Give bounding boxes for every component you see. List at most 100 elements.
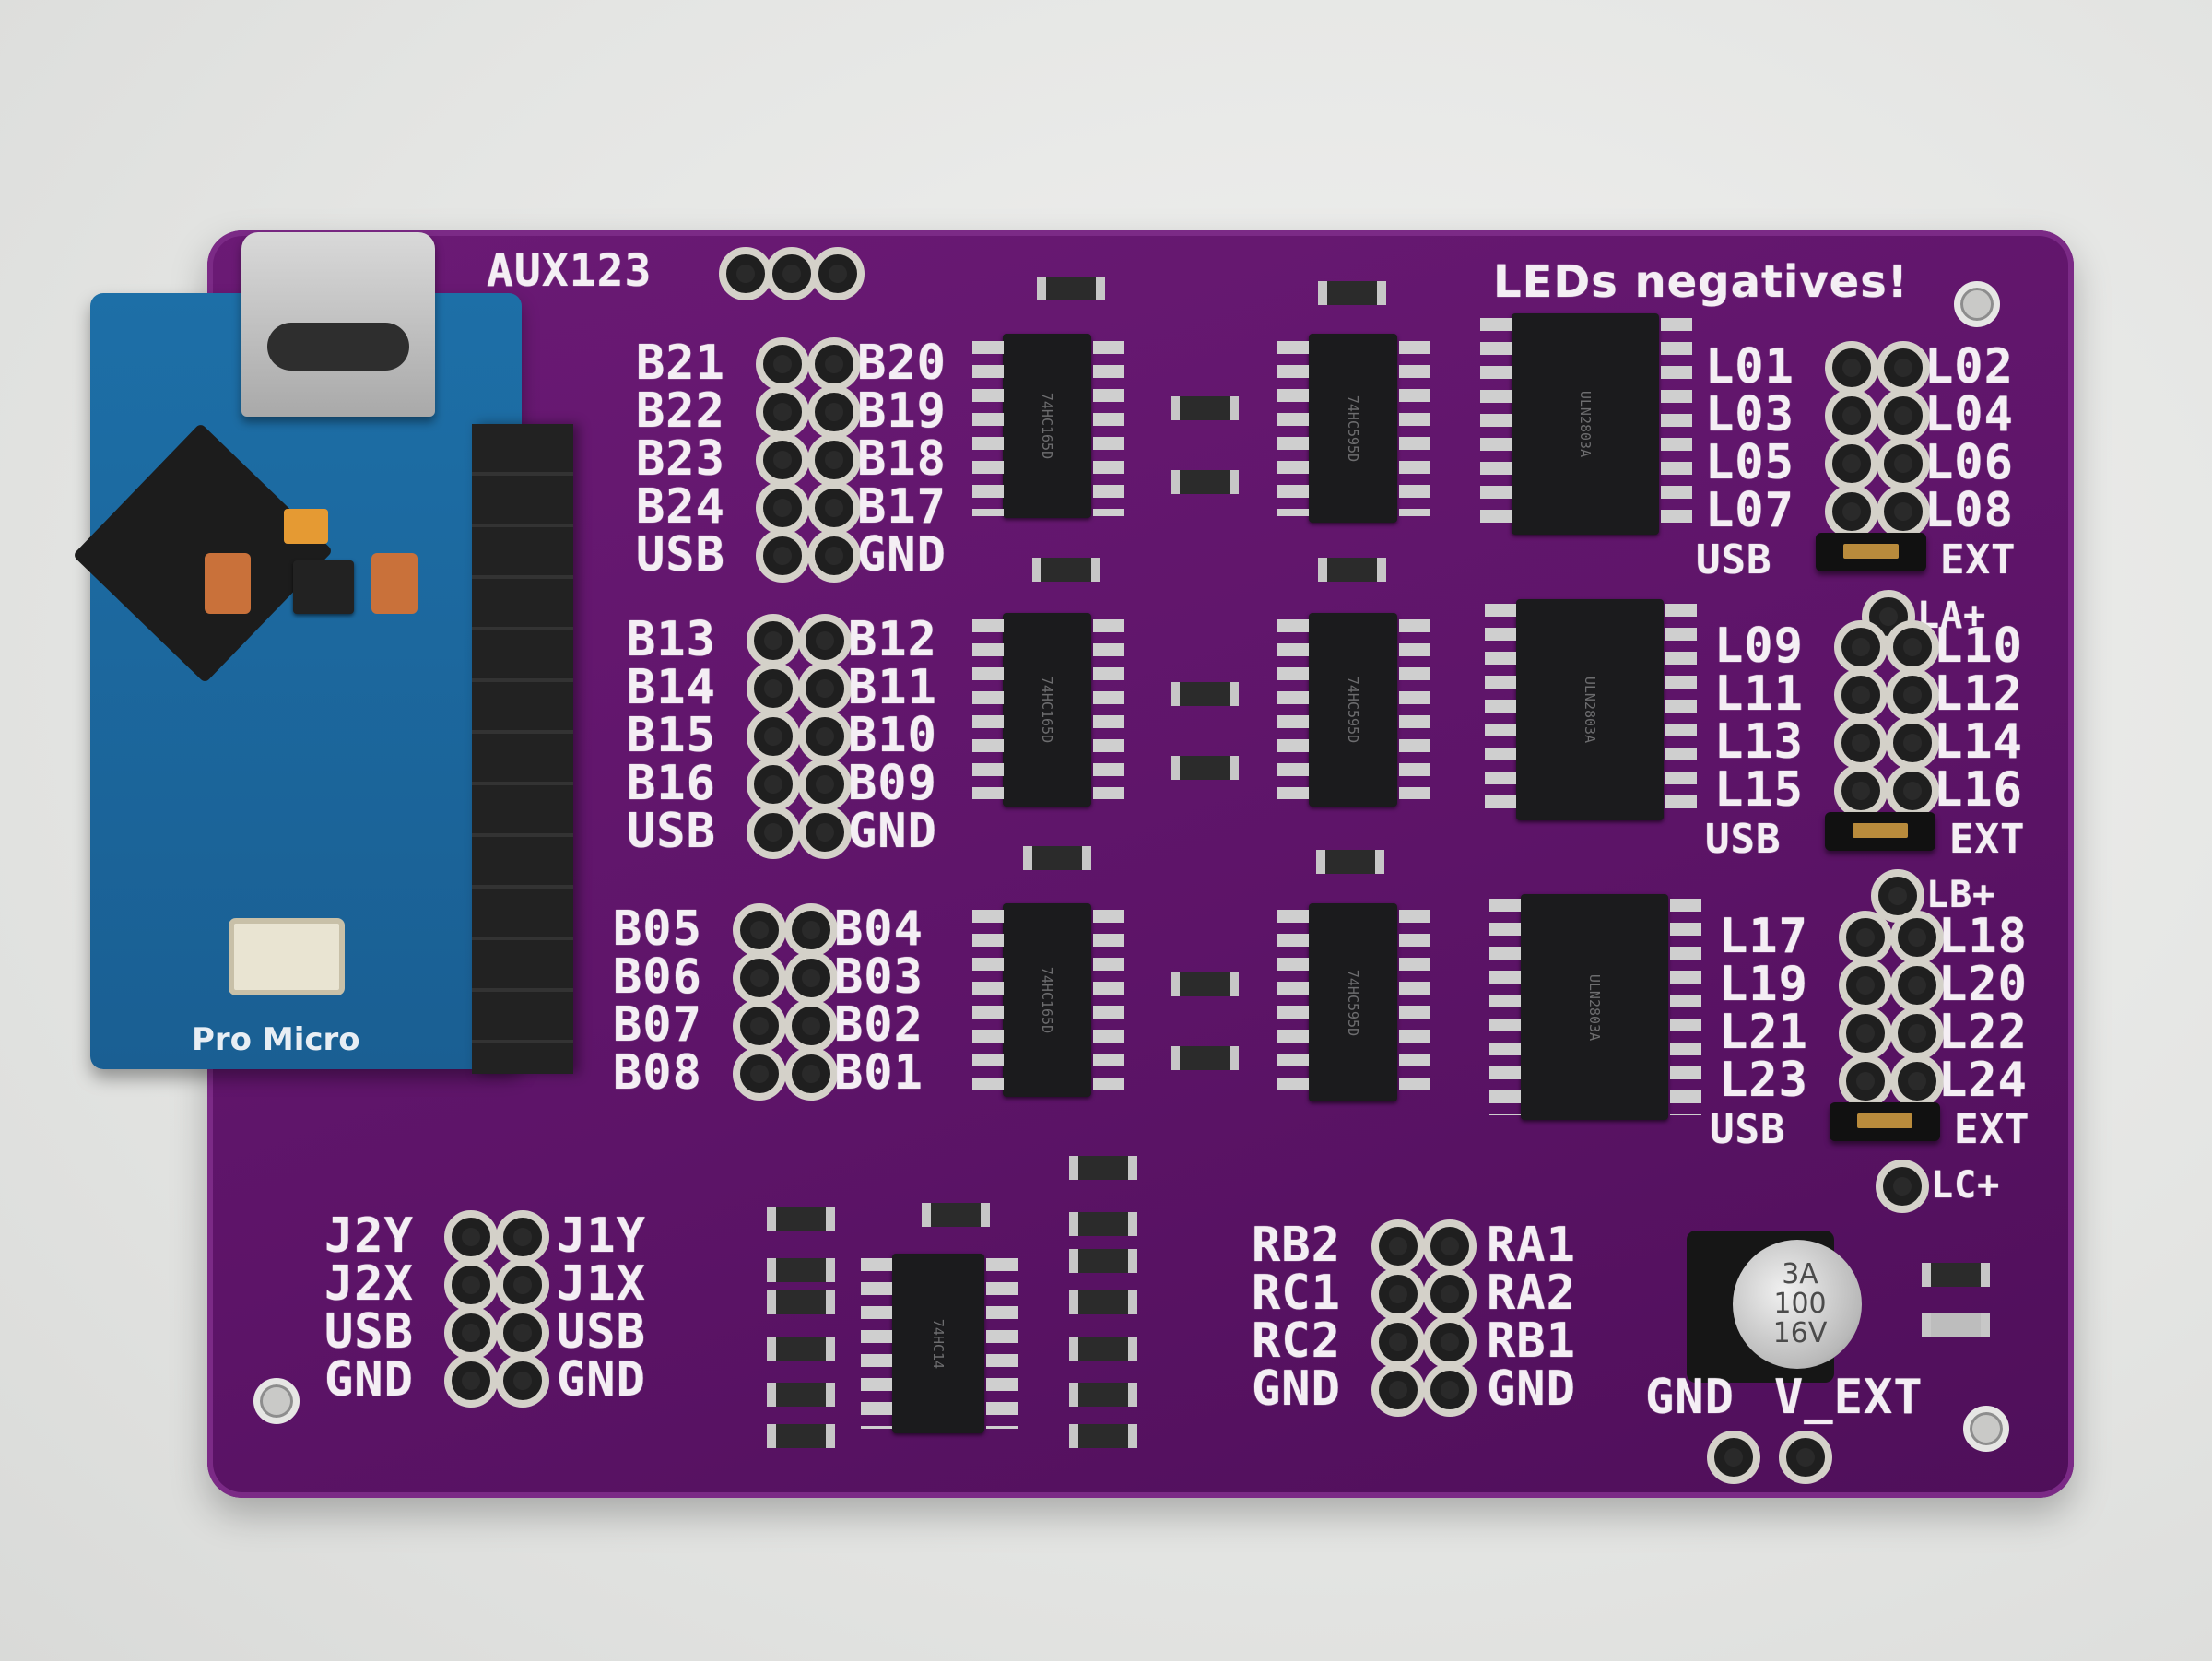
- module-cap-2: [371, 553, 418, 614]
- header-label-left: L03: [1705, 387, 1794, 442]
- smd-resistor: [1171, 682, 1239, 706]
- chip-uln2803-3: ULN2803A: [1521, 894, 1668, 1120]
- pad: [784, 1047, 838, 1101]
- pad: [798, 662, 852, 715]
- chip-pins: [1093, 341, 1124, 516]
- pad: [444, 1210, 498, 1264]
- jumper-usb-label: USB: [1705, 816, 1782, 863]
- header-label-right: B19: [857, 383, 947, 439]
- header-label-right: L20: [1938, 957, 2028, 1012]
- chip-marking: 74HC14: [930, 1318, 947, 1369]
- pad: [1886, 668, 1939, 722]
- power-gnd-label: GND: [1645, 1370, 1735, 1425]
- usb-c-connector: [241, 232, 435, 417]
- smd-resistor: [1023, 846, 1091, 870]
- chip-74hc165-2: 74HC165D: [1003, 613, 1091, 807]
- pad: [1834, 716, 1888, 770]
- pad: [747, 614, 800, 667]
- header-label-right: J1Y: [557, 1208, 646, 1264]
- smd-resistor: [767, 1337, 835, 1361]
- pad-pair: [747, 662, 866, 715]
- header-label-left: B16: [627, 756, 716, 811]
- module-led: [284, 509, 328, 544]
- chip-pins: [1399, 910, 1430, 1094]
- pad-pair: [1834, 716, 1954, 770]
- aux-header-label: AUX123: [487, 245, 653, 297]
- pad-pair: [1371, 1267, 1491, 1321]
- pad-pair: [747, 806, 866, 859]
- smd-resistor: [767, 1383, 835, 1407]
- cap-value: 100: [1773, 1288, 1827, 1320]
- header-label-right: B01: [834, 1045, 924, 1101]
- pad: [1371, 1315, 1425, 1369]
- chip-pins: [1661, 318, 1692, 530]
- pad-pair: [1834, 764, 1954, 818]
- header-label-left: USB: [636, 527, 725, 583]
- pad: [807, 385, 861, 439]
- power-vext-label: V_EXT: [1774, 1370, 1924, 1425]
- header-label-left: B13: [627, 612, 716, 667]
- chip-pins: [1093, 619, 1124, 799]
- pad: [733, 951, 786, 1005]
- pad: [1825, 341, 1878, 395]
- smd-resistor: [1171, 756, 1239, 780]
- module-regulator: [293, 560, 354, 614]
- header-label-left: L05: [1705, 435, 1794, 490]
- pad: [811, 247, 865, 300]
- header-label-left: B08: [613, 1045, 702, 1101]
- header-label-right: L10: [1934, 618, 2023, 674]
- power-gnd-pad: [1707, 1431, 1760, 1484]
- header-label-left: L21: [1719, 1005, 1808, 1060]
- pad-pair: [444, 1354, 564, 1408]
- header-label-right: L18: [1938, 909, 2028, 964]
- pad: [1825, 437, 1878, 490]
- pad: [1371, 1267, 1425, 1321]
- pad: [733, 1047, 786, 1101]
- chip-marking: 74HC165D: [1039, 966, 1055, 1034]
- pad: [1423, 1315, 1477, 1369]
- pad: [747, 710, 800, 763]
- header-label-right: L12: [1934, 666, 2023, 722]
- supply-label: LC+: [1931, 1164, 2001, 1207]
- pad-pair: [1371, 1219, 1491, 1273]
- smd-resistor: [1171, 470, 1239, 494]
- header-label-left: USB: [324, 1304, 414, 1360]
- header-label-left: J2X: [324, 1256, 414, 1312]
- chip-74hc14: 74HC14: [892, 1254, 984, 1433]
- header-label-left: L11: [1714, 666, 1804, 722]
- pad: [1877, 485, 1930, 538]
- smd-resistor: [1069, 1249, 1137, 1273]
- smd-resistor: [1316, 850, 1384, 874]
- header-label-left: L13: [1714, 714, 1804, 770]
- pad: [1839, 911, 1892, 964]
- header-label-right: B20: [857, 336, 947, 391]
- header-label-left: L23: [1719, 1053, 1808, 1108]
- pad: [1371, 1363, 1425, 1417]
- pad: [1877, 341, 1930, 395]
- mounting-hole-bottom-right: [1963, 1406, 2009, 1452]
- jumper-ext-label: EXT: [1940, 536, 2017, 583]
- header-label-left: B06: [613, 949, 702, 1005]
- smd-resistor: [1069, 1424, 1137, 1448]
- pad: [1886, 716, 1939, 770]
- chip-uln2803-2: ULN2803A: [1516, 599, 1664, 820]
- jumper-cap[interactable]: [1816, 533, 1926, 571]
- header-label-right: L08: [1924, 483, 2014, 538]
- header-label-left: B24: [636, 479, 725, 535]
- pad-pair: [444, 1306, 564, 1360]
- header-label-right: GND: [857, 527, 947, 583]
- jumper-cap[interactable]: [1830, 1102, 1940, 1141]
- pad: [1423, 1219, 1477, 1273]
- chip-74hc595-2: 74HC595D: [1309, 613, 1397, 807]
- pad: [1890, 911, 1944, 964]
- supply-label: LB+: [1926, 874, 1996, 916]
- chip-marking: ULN2803A: [1586, 973, 1603, 1041]
- pad: [807, 529, 861, 583]
- chip-marking: 74HC595D: [1345, 676, 1361, 744]
- jumper-cap[interactable]: [1825, 812, 1936, 851]
- smd-led: [1922, 1313, 1990, 1337]
- smd-resistor: [1069, 1337, 1137, 1361]
- chip-pins: [972, 619, 1004, 799]
- pad: [756, 433, 809, 487]
- chip-pins: [986, 1258, 1018, 1429]
